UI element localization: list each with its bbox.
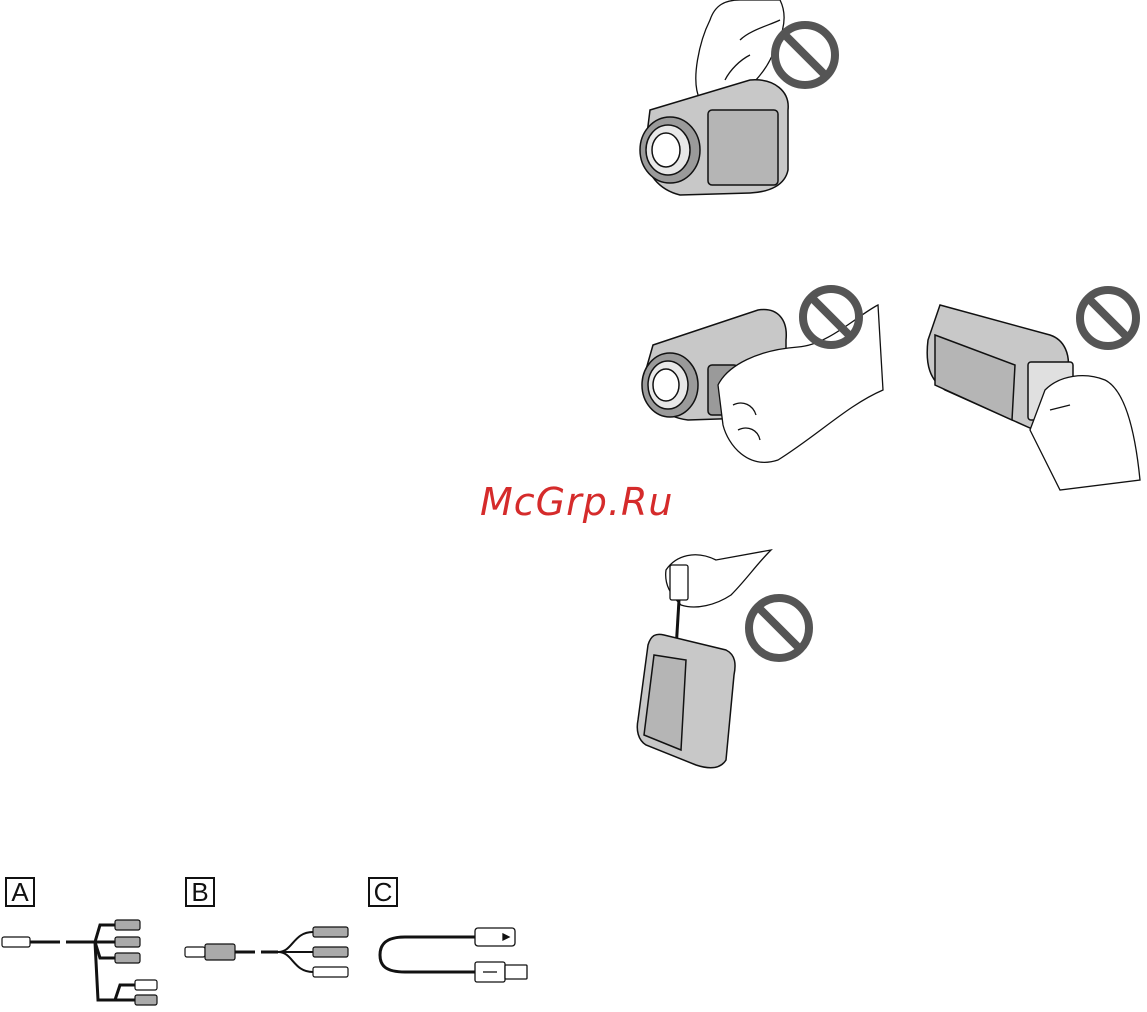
camcorder-icon bbox=[637, 634, 735, 767]
accessory-label-a: A bbox=[5, 877, 35, 907]
av-cable-illustration bbox=[0, 915, 165, 1010]
camcorder-icon bbox=[640, 80, 788, 195]
camcorder-held-by-cable-illustration bbox=[636, 550, 821, 770]
camcorder-held-by-battery-illustration bbox=[920, 280, 1147, 490]
accessory-label-b: B bbox=[185, 877, 215, 907]
accessory-label-c: C bbox=[368, 877, 398, 907]
usb-cable-illustration bbox=[375, 920, 535, 980]
camcorder-held-by-top-illustration bbox=[630, 0, 850, 200]
camcorder-held-by-lcd-illustration bbox=[638, 285, 888, 475]
watermark-text: McGrp.Ru bbox=[480, 480, 673, 524]
hand-icon bbox=[1030, 376, 1140, 490]
prohibition-icon bbox=[775, 25, 835, 85]
av-connecting-cable-illustration bbox=[183, 920, 353, 980]
prohibition-icon bbox=[749, 598, 809, 658]
prohibition-icon bbox=[1080, 290, 1136, 346]
